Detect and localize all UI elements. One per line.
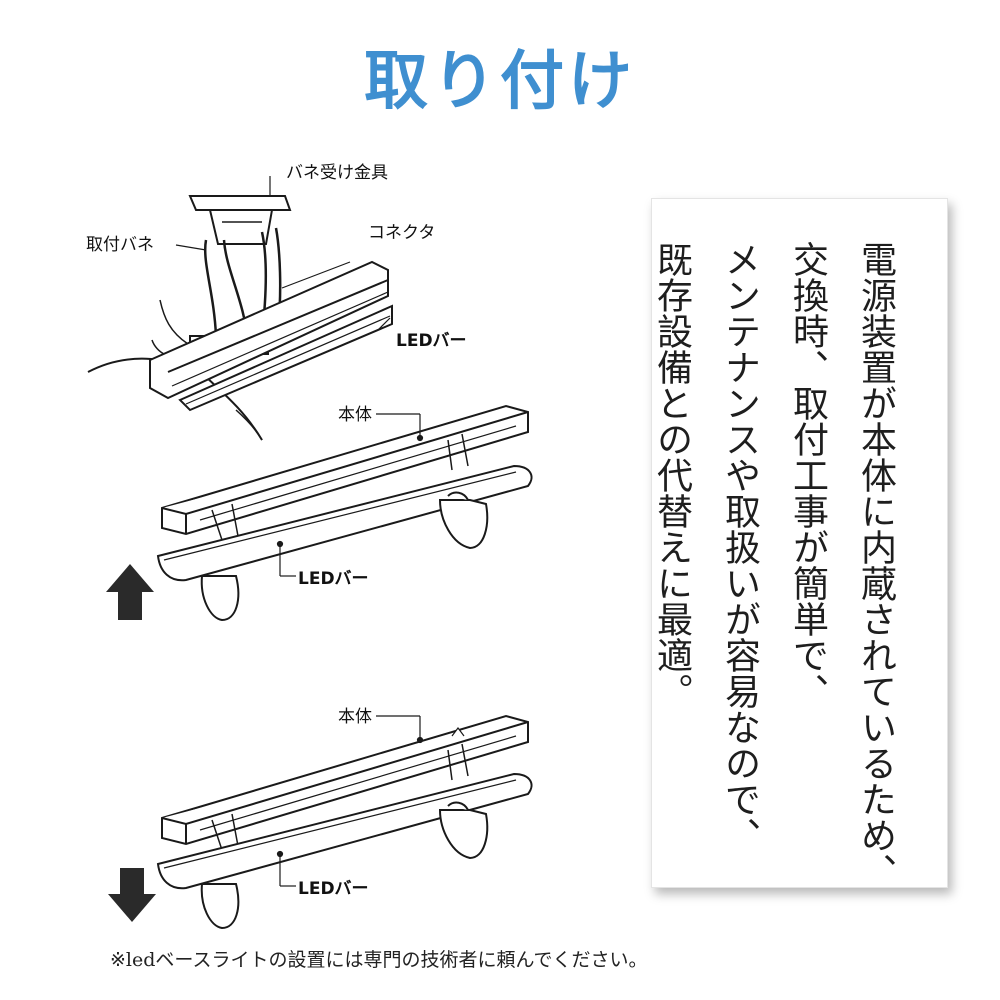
info-card-text: 電源装置が本体に内蔵されているため、 交換時、取付工事が簡単で、 メンテナンスや… [651,241,896,889]
footnote: ※ledベースライトの設置には専門の技術者に頼んでください。 [110,949,648,971]
label-spring-bracket: バネ受け金具 [286,163,388,183]
arrow-up-icon [106,564,154,620]
label-led-bar-1: LEDバー [298,569,369,589]
info-card: 電源装置が本体に内蔵されているため、 交換時、取付工事が簡単で、 メンテナンスや… [651,198,948,889]
label-led-bar-top: LEDバー [396,331,467,351]
ceiling-illustration [87,195,393,441]
remove-illustration [156,714,533,930]
page-title: 取り付け [364,45,636,119]
arrow-down-icon [108,868,156,922]
label-led-bar-2: LEDバー [298,879,369,899]
label-body-2: 本体 [338,707,372,727]
attach-illustration [156,404,533,622]
label-connector: コネクタ [368,223,435,243]
label-mounting-spring: 取付バネ [86,235,154,255]
label-body-1: 本体 [338,405,372,425]
